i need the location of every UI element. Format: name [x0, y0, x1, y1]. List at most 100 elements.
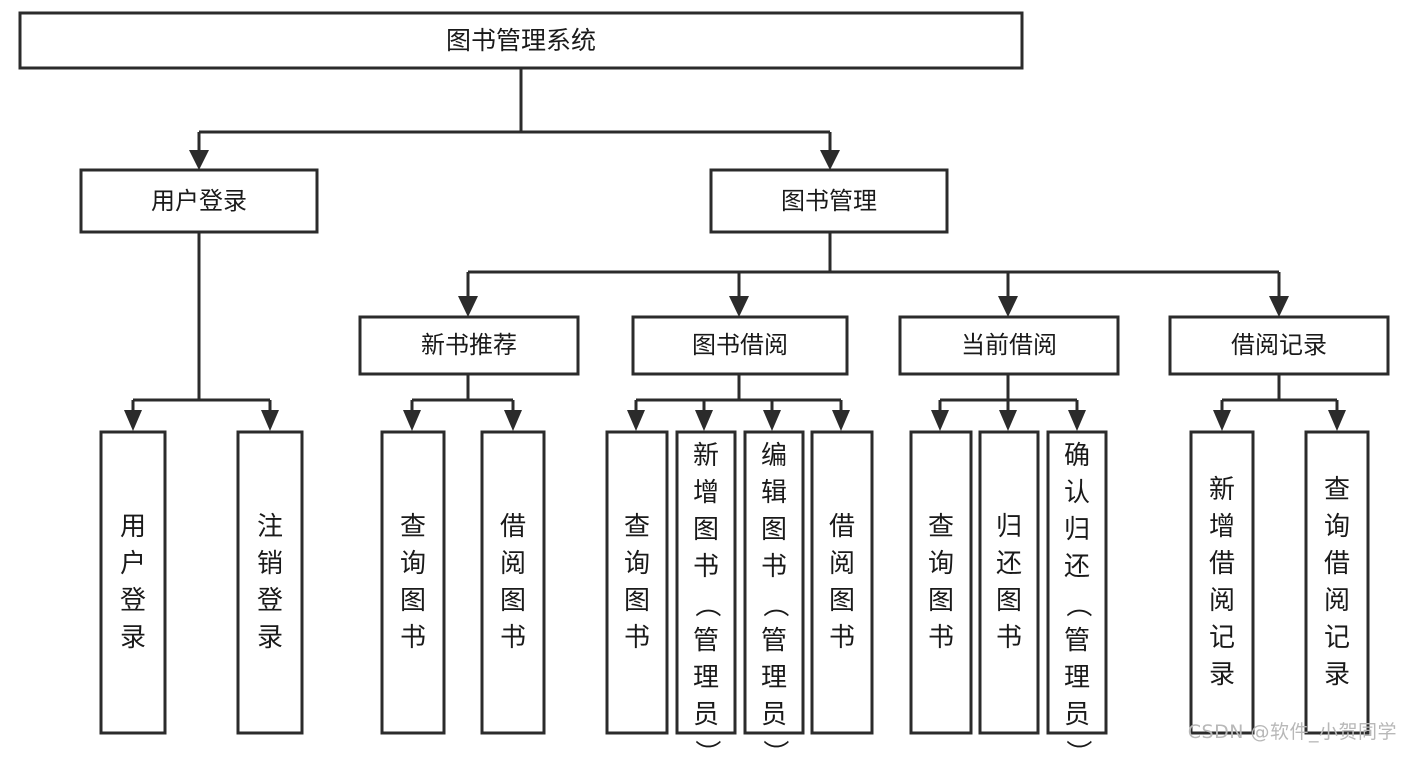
node-borrow-record-label: 借阅记录: [1231, 331, 1327, 359]
label-char: 管: [760, 626, 787, 656]
label-char: 用: [119, 511, 146, 542]
label-char: ）: [1062, 739, 1093, 766]
node-leaf-user-logout-label: 注销登录: [238, 509, 302, 657]
node-leaf-borrow-book-1-label: 借阅图书: [482, 509, 544, 657]
node-leaf-add-record-box[interactable]: [1189, 430, 1255, 735]
node-leaf-query-record-label: 查询借阅记录: [1306, 472, 1368, 694]
arrowhead-icon: [998, 296, 1018, 317]
node-leaf-borrow-book-1-box[interactable]: [480, 430, 546, 735]
node-leaf-add-book-box[interactable]: [675, 430, 737, 735]
label-char: 归: [995, 511, 1022, 542]
node-leaf-return-book-label: 归还图书: [980, 509, 1038, 657]
label-char: 阅: [828, 548, 855, 579]
node-new-book-rec[interactable]: 新书推荐: [358, 315, 580, 376]
arrowhead-icon: [729, 296, 749, 317]
node-borrow-record-box[interactable]: [1168, 315, 1390, 376]
label-char: 图: [995, 585, 1022, 616]
node-leaf-query-record-box[interactable]: [1304, 430, 1370, 735]
label-char: 借: [1323, 548, 1350, 579]
label-char: 图: [927, 585, 954, 616]
label-char: 登: [256, 585, 283, 616]
node-book-manage[interactable]: 图书管理: [709, 168, 949, 234]
label-char: 户: [119, 548, 146, 579]
node-book-borrow[interactable]: 图书借阅: [631, 315, 849, 376]
node-leaf-query-record[interactable]: [1304, 430, 1370, 735]
node-leaf-borrow-book-2[interactable]: [810, 430, 874, 735]
node-user-login[interactable]: 用户登录: [79, 168, 319, 234]
label-char: 查: [623, 511, 650, 542]
node-book-borrow-box[interactable]: [631, 315, 849, 376]
node-leaf-user-login[interactable]: [99, 430, 167, 735]
label-char: 书: [399, 622, 426, 653]
label-char: 书: [760, 552, 787, 582]
node-leaf-return-book-box[interactable]: [978, 430, 1040, 735]
label-char: 书: [623, 622, 650, 653]
label-char: 图: [399, 585, 426, 616]
label-char: 借: [1208, 548, 1235, 579]
node-user-login-label: 用户登录: [151, 187, 247, 215]
label-char: ）: [691, 739, 722, 766]
label-char: 书: [995, 622, 1022, 653]
node-book-manage-label: 图书管理: [781, 187, 877, 215]
label-char: 还: [995, 548, 1022, 579]
label-char: 书: [499, 622, 526, 653]
node-leaf-confirm-return[interactable]: [1046, 430, 1108, 735]
label-char: 登: [119, 585, 146, 616]
arrowhead-icon: [1213, 410, 1231, 431]
arrowhead-icon: [1328, 410, 1346, 431]
label-char: 阅: [499, 548, 526, 579]
label-char: 记: [1208, 622, 1235, 653]
tree-svg: 图书管理系统 用户登录 图书管理 新书推荐 图书借阅 当前借阅 借阅记录: [18, 11, 1390, 735]
label-char: 确: [1063, 441, 1090, 471]
label-char: 借: [828, 511, 855, 542]
node-leaf-add-book-label: 新增图书（管理员）: [677, 438, 735, 771]
label-char: 理: [760, 663, 787, 693]
label-char: （: [759, 591, 790, 618]
label-char: 询: [1323, 511, 1350, 542]
arrow-heads: [124, 150, 1346, 431]
node-current-borrow[interactable]: 当前借阅: [898, 315, 1120, 376]
arrowhead-icon: [504, 410, 522, 431]
label-char: 图: [499, 585, 526, 616]
node-leaf-user-login-box[interactable]: [99, 430, 167, 735]
label-char: 辑: [760, 478, 787, 508]
node-new-book-rec-box[interactable]: [358, 315, 580, 376]
node-current-borrow-box[interactable]: [898, 315, 1120, 376]
node-leaf-add-book[interactable]: [675, 430, 737, 735]
node-leaf-query-book-1[interactable]: [380, 430, 446, 735]
node-borrow-record[interactable]: 借阅记录: [1168, 315, 1390, 376]
label-char: 新: [1208, 474, 1235, 505]
node-leaf-user-logout[interactable]: [236, 430, 304, 735]
node-leaf-query-book-3-box[interactable]: [909, 430, 973, 735]
node-leaf-query-book-2[interactable]: [605, 430, 669, 735]
node-leaf-add-record[interactable]: [1189, 430, 1255, 735]
node-leaf-edit-book-box[interactable]: [743, 430, 805, 735]
node-leaf-query-book-1-box[interactable]: [380, 430, 446, 735]
label-char: 员: [1063, 700, 1090, 730]
node-user-login-box[interactable]: [79, 168, 319, 234]
arrowhead-icon: [1068, 410, 1086, 431]
label-char: 增: [1208, 511, 1235, 542]
node-leaf-query-book-3[interactable]: [909, 430, 973, 735]
label-char: 阅: [1208, 585, 1235, 616]
node-book-manage-box[interactable]: [709, 168, 949, 234]
node-leaf-confirm-return-box[interactable]: [1046, 430, 1108, 735]
node-book-borrow-label: 图书借阅: [692, 331, 788, 359]
node-root-box[interactable]: [18, 11, 1024, 70]
label-char: 理: [692, 663, 719, 693]
node-leaf-return-book[interactable]: [978, 430, 1040, 735]
node-current-borrow-label: 当前借阅: [961, 331, 1057, 359]
node-leaf-borrow-book-2-box[interactable]: [810, 430, 874, 735]
label-char: 销: [256, 548, 283, 579]
node-leaf-user-logout-box[interactable]: [236, 430, 304, 735]
node-leaf-query-book-2-label: 查询图书: [607, 509, 667, 657]
node-leaf-borrow-book-1[interactable]: [480, 430, 546, 735]
node-leaf-edit-book[interactable]: [743, 430, 805, 735]
arrowhead-icon: [124, 410, 142, 431]
node-root[interactable]: 图书管理系统: [18, 11, 1024, 70]
node-leaf-query-book-2-box[interactable]: [605, 430, 669, 735]
arrowhead-icon: [261, 410, 279, 431]
arrowhead-icon: [832, 410, 850, 431]
label-char: （: [691, 591, 722, 618]
arrowhead-icon: [403, 410, 421, 431]
